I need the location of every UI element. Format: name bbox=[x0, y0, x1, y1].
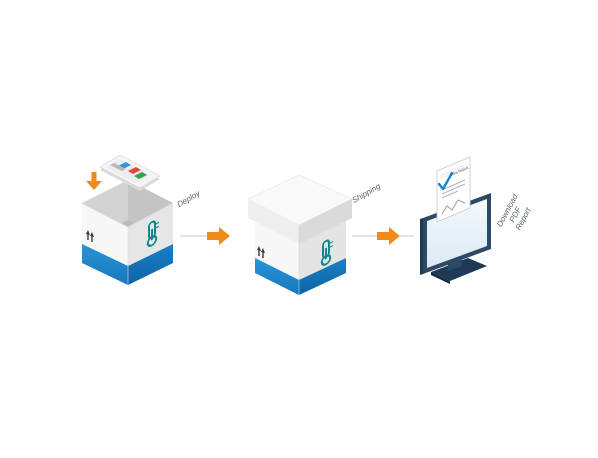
this-way-up-icon bbox=[257, 246, 265, 258]
logger-device-card bbox=[99, 154, 161, 191]
thermometer-icon bbox=[320, 239, 333, 266]
document-heading: Data Report bbox=[450, 166, 469, 177]
insert-arrow-icon bbox=[86, 172, 102, 190]
open-box-deploy bbox=[81, 180, 174, 285]
thermometer-icon bbox=[146, 220, 159, 247]
closed-box-shipping bbox=[247, 174, 353, 295]
checkmark-icon bbox=[437, 171, 454, 191]
arrow-right-icon bbox=[207, 227, 230, 245]
arrow-right-icon bbox=[377, 227, 400, 245]
pdf-report-document bbox=[436, 156, 471, 223]
this-way-up-icon bbox=[86, 230, 94, 242]
